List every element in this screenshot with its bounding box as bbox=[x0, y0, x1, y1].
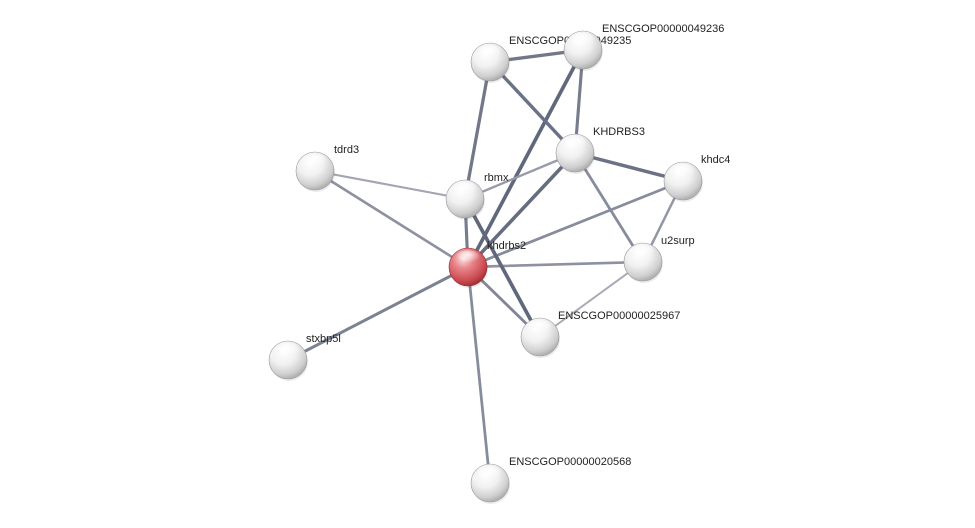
node-highlight bbox=[303, 154, 327, 169]
edge-rbmx-ENSCGOP00000049235[interactable] bbox=[463, 60, 492, 201]
node-KHDRBS3[interactable]: KHDRBS3 bbox=[555, 126, 645, 174]
edge-khdrbs2-khdc4[interactable] bbox=[466, 179, 685, 269]
node-highlight bbox=[563, 136, 587, 151]
node-ENSCGOP00000020568[interactable]: ENSCGOP00000020568 bbox=[470, 456, 631, 504]
edge-khdrbs2-stxbp5l[interactable] bbox=[286, 265, 470, 362]
node-label-stxbp5l: stxbp5l bbox=[306, 333, 341, 345]
edge-KHDRBS3-u2surp[interactable] bbox=[573, 151, 645, 264]
node-label-ENSCGOP00000025967: ENSCGOP00000025967 bbox=[558, 310, 680, 322]
node-highlight bbox=[456, 250, 480, 265]
node-rbmx[interactable]: rbmx bbox=[445, 172, 509, 220]
edge-u2surp-ENSCGOP00000025967[interactable] bbox=[539, 261, 644, 338]
node-highlight bbox=[276, 343, 300, 358]
node-highlight bbox=[478, 45, 502, 60]
node-ENSCGOP00000049235[interactable]: ENSCGOP00000049235 bbox=[470, 35, 631, 83]
node-label-KHDRBS3: KHDRBS3 bbox=[593, 126, 645, 138]
node-u2surp[interactable]: u2surp bbox=[623, 235, 695, 283]
edge-rbmx-KHDRBS3[interactable] bbox=[463, 151, 577, 201]
edge-khdrbs2-u2surp[interactable] bbox=[466, 260, 645, 269]
node-label-tdrd3: tdrd3 bbox=[334, 144, 359, 156]
node-label-rbmx: rbmx bbox=[484, 172, 509, 184]
node-highlight bbox=[453, 182, 477, 197]
node-highlight bbox=[528, 320, 552, 335]
node-highlight bbox=[478, 466, 502, 481]
node-label-ENSCGOP00000020568: ENSCGOP00000020568 bbox=[509, 456, 631, 468]
edge-rbmx-ENSCGOP00000025967[interactable] bbox=[463, 197, 542, 339]
edge-khdrbs2-ENSCGOP00000049236[interactable] bbox=[466, 48, 585, 269]
nodes-layer: khdrbs2rbmxKHDRBS3ENSCGOP00000049235ENSC… bbox=[268, 23, 730, 504]
node-khdrbs2[interactable]: khdrbs2 bbox=[448, 240, 526, 288]
node-label-u2surp: u2surp bbox=[661, 235, 695, 247]
node-khdc4[interactable]: khdc4 bbox=[663, 154, 730, 202]
node-ENSCGOP00000025967[interactable]: ENSCGOP00000025967 bbox=[520, 310, 680, 358]
node-label-ENSCGOP00000049236: ENSCGOP00000049236 bbox=[602, 23, 724, 35]
node-ENSCGOP00000049236[interactable]: ENSCGOP00000049236 bbox=[563, 23, 724, 71]
node-label-khdrbs2: khdrbs2 bbox=[487, 240, 526, 252]
node-label-khdc4: khdc4 bbox=[701, 154, 730, 166]
edge-khdrbs2-tdrd3[interactable] bbox=[313, 169, 470, 269]
node-highlight bbox=[631, 245, 655, 260]
edge-rbmx-tdrd3[interactable] bbox=[313, 169, 467, 201]
node-tdrd3[interactable]: tdrd3 bbox=[295, 144, 359, 192]
node-highlight bbox=[571, 33, 595, 48]
edge-khdrbs2-KHDRBS3[interactable] bbox=[466, 151, 577, 269]
node-stxbp5l[interactable]: stxbp5l bbox=[268, 333, 341, 381]
edge-khdrbs2-ENSCGOP00000020568[interactable] bbox=[466, 265, 492, 485]
edge-ENSCGOP00000049235-KHDRBS3[interactable] bbox=[488, 60, 577, 155]
node-highlight bbox=[671, 164, 695, 179]
